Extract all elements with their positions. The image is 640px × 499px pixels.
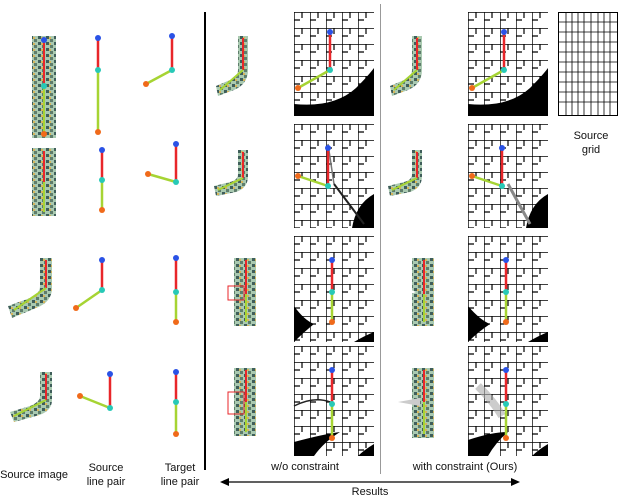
row2-target-line-pair (145, 141, 179, 185)
row2-grid-wo-constraint (294, 124, 374, 228)
row2-grid-with-constraint (468, 124, 548, 228)
label-target-line-pair-line2: line pair (160, 476, 200, 488)
row3-result-wo-constraint (227, 258, 256, 326)
label-source-image: Source image (0, 469, 68, 481)
label-source-grid-line1: Source (573, 130, 609, 142)
row1-grid-wo-constraint (294, 12, 374, 116)
row1-source-line-pair (95, 35, 101, 135)
row4-result-wo-constraint (227, 368, 256, 436)
row3-result-with-constraint (406, 258, 434, 326)
results-divider-left (204, 12, 206, 470)
row1-result-with-constraint (390, 36, 422, 96)
row3-grid-with-constraint (468, 236, 548, 342)
row1-grid-with-constraint (468, 12, 548, 116)
row3-target-line-pair (173, 255, 179, 325)
results-divider-middle (380, 4, 381, 474)
row2-source-image (32, 148, 56, 216)
row4-grid-wo-constraint (293, 346, 374, 456)
source-grid (558, 12, 618, 116)
row4-source-line-pair (77, 371, 113, 411)
row1-target-line-pair (143, 33, 175, 87)
row2-source-line-pair (99, 147, 105, 213)
label-with-constraint: with constraint (Ours) (412, 461, 518, 473)
row4-source-image (10, 372, 52, 422)
label-source-grid-line2: grid (581, 144, 601, 156)
label-source-line-pair-line2: line pair (86, 476, 126, 488)
row4-target-line-pair (173, 369, 179, 437)
row3-source-image (8, 258, 52, 318)
label-results: Results (351, 486, 389, 498)
row2-result-wo-constraint (214, 150, 248, 196)
row1-source-image (32, 36, 56, 138)
row4-grid-with-constraint (468, 346, 548, 456)
row1-result-wo-constraint (216, 36, 248, 96)
row2-result-with-constraint (388, 150, 422, 196)
row3-grid-wo-constraint (294, 236, 374, 342)
row3-source-line-pair (73, 257, 105, 311)
label-source-line-pair-line1: Source (88, 462, 124, 474)
label-target-line-pair-line1: Target (164, 462, 196, 474)
label-without-constraint: w/o constraint (271, 461, 339, 473)
row4-result-with-constraint (398, 368, 434, 438)
